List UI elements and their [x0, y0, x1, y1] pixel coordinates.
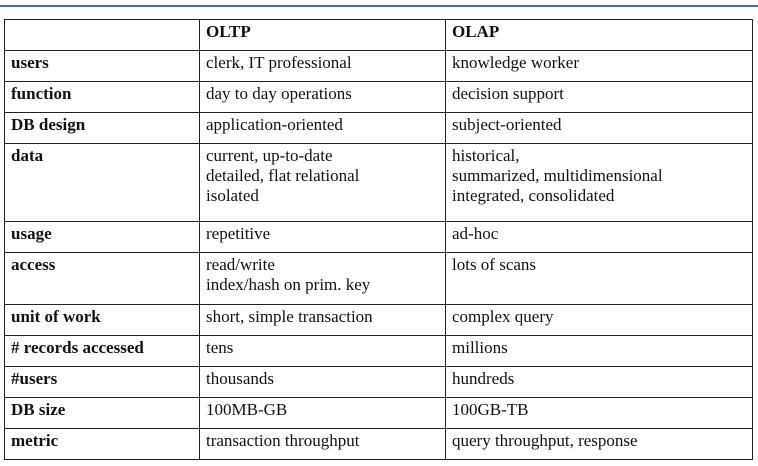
- oltp-cell-data: current, up-to-date detailed, flat relat…: [199, 142, 446, 222]
- header-oltp: OLTP: [199, 19, 446, 51]
- row-label-db-design: DB design: [4, 111, 200, 144]
- cell-text-line: index/hash on prim. key: [206, 274, 371, 294]
- oltp-cell-db-size: 100MB-GB: [199, 397, 446, 429]
- cell-text-line: repetitive: [206, 223, 271, 243]
- top-blue-rule: [0, 5, 758, 7]
- row-label-users: users: [4, 50, 200, 82]
- cell-text-line: historical,: [452, 145, 520, 165]
- olap-cell-access: lots of scans: [445, 251, 753, 306]
- row-label-metric: metric: [4, 427, 200, 461]
- cell-text-line: complex query: [452, 307, 554, 327]
- cell-text-line: 100GB-TB: [452, 400, 529, 420]
- table-row: unit of work short, simple transaction c…: [4, 304, 753, 337]
- oltp-cell-function: day to day operations: [199, 80, 446, 113]
- comparison-table-wrapper: OLTP OLAP users clerk, IT professional k…: [4, 19, 753, 461]
- table-row: users clerk, IT professional knowledge w…: [4, 50, 753, 82]
- cell-text-line: query throughput, response: [452, 430, 638, 450]
- olap-cell-unit-of-work: complex query: [445, 304, 753, 337]
- oltp-cell-records-accessed: tens: [199, 335, 446, 368]
- row-label-access: access: [4, 251, 200, 306]
- table-row: metric transaction throughput query thro…: [4, 427, 753, 461]
- cell-text-line: clerk, IT professional: [206, 53, 352, 72]
- cell-text-line: isolated: [206, 185, 259, 205]
- oltp-cell-users-count: thousands: [199, 366, 446, 399]
- olap-cell-function: decision support: [445, 80, 753, 113]
- olap-cell-usage: ad-hoc: [445, 220, 753, 253]
- row-label-records-accessed: # records accessed: [4, 335, 200, 368]
- oltp-cell-access: read/write index/hash on prim. key: [199, 251, 446, 306]
- table-row: #users thousands hundreds: [4, 366, 753, 399]
- table-row: DB size 100MB-GB 100GB-TB: [4, 397, 753, 429]
- cell-text-line: knowledge worker: [452, 53, 579, 72]
- olap-cell-users: knowledge worker: [445, 50, 753, 82]
- cell-text-line: short, simple transaction: [206, 307, 373, 327]
- olap-cell-db-size: 100GB-TB: [445, 397, 753, 429]
- oltp-cell-db-design: application-oriented: [199, 111, 446, 144]
- header-empty-cell: [4, 19, 200, 51]
- cell-text-line: subject-oriented: [452, 114, 562, 134]
- table-row: usage repetitive ad-hoc: [4, 220, 753, 253]
- cell-text-line: decision support: [452, 83, 564, 103]
- row-label-users-count: #users: [4, 366, 200, 399]
- cell-text-line: summarized, multidimensional: [452, 165, 663, 185]
- table-row: # records accessed tens millions: [4, 335, 753, 368]
- table-row: DB design application-oriented subject-o…: [4, 111, 753, 144]
- cell-text-line: transaction throughput: [206, 430, 360, 450]
- olap-cell-data: historical, summarized, multidimensional…: [445, 142, 753, 222]
- cell-text-line: thousands: [206, 369, 274, 389]
- row-label-function: function: [4, 80, 200, 113]
- header-olap: OLAP: [445, 19, 753, 51]
- oltp-cell-metric: transaction throughput: [199, 427, 446, 461]
- row-label-unit-of-work: unit of work: [4, 304, 200, 337]
- oltp-cell-users: clerk, IT professional: [199, 50, 446, 82]
- cell-text-line: day to day operations: [206, 83, 352, 103]
- cell-text-line: hundreds: [452, 369, 515, 389]
- olap-cell-users-count: hundreds: [445, 366, 753, 399]
- cell-text-line: ad-hoc: [452, 223, 499, 243]
- olap-cell-records-accessed: millions: [445, 335, 753, 368]
- cell-text-line: tens: [206, 338, 234, 358]
- cell-text-line: application-oriented: [206, 114, 343, 134]
- cell-text-line: 100MB-GB: [206, 400, 288, 420]
- oltp-cell-usage: repetitive: [199, 220, 446, 253]
- cell-text-line: lots of scans: [452, 254, 537, 274]
- table-row: data current, up-to-date detailed, flat …: [4, 142, 753, 222]
- table-header-row: OLTP OLAP: [4, 19, 753, 51]
- olap-cell-metric: query throughput, response: [445, 427, 753, 461]
- cell-text-line: read/write: [206, 254, 275, 274]
- row-label-db-size: DB size: [4, 397, 200, 429]
- cell-text-line: detailed, flat relational: [206, 165, 360, 185]
- cell-text-line: current, up-to-date: [206, 145, 333, 165]
- cell-text-line: integrated, consolidated: [452, 185, 615, 205]
- cell-text-line: millions: [452, 338, 508, 358]
- olap-cell-db-design: subject-oriented: [445, 111, 753, 144]
- row-label-usage: usage: [4, 220, 200, 253]
- table-row: function day to day operations decision …: [4, 80, 753, 113]
- oltp-cell-unit-of-work: short, simple transaction: [199, 304, 446, 337]
- table-row: access read/write index/hash on prim. ke…: [4, 251, 753, 306]
- oltp-olap-comparison-table: OLTP OLAP users clerk, IT professional k…: [4, 19, 753, 461]
- row-label-data: data: [4, 142, 200, 222]
